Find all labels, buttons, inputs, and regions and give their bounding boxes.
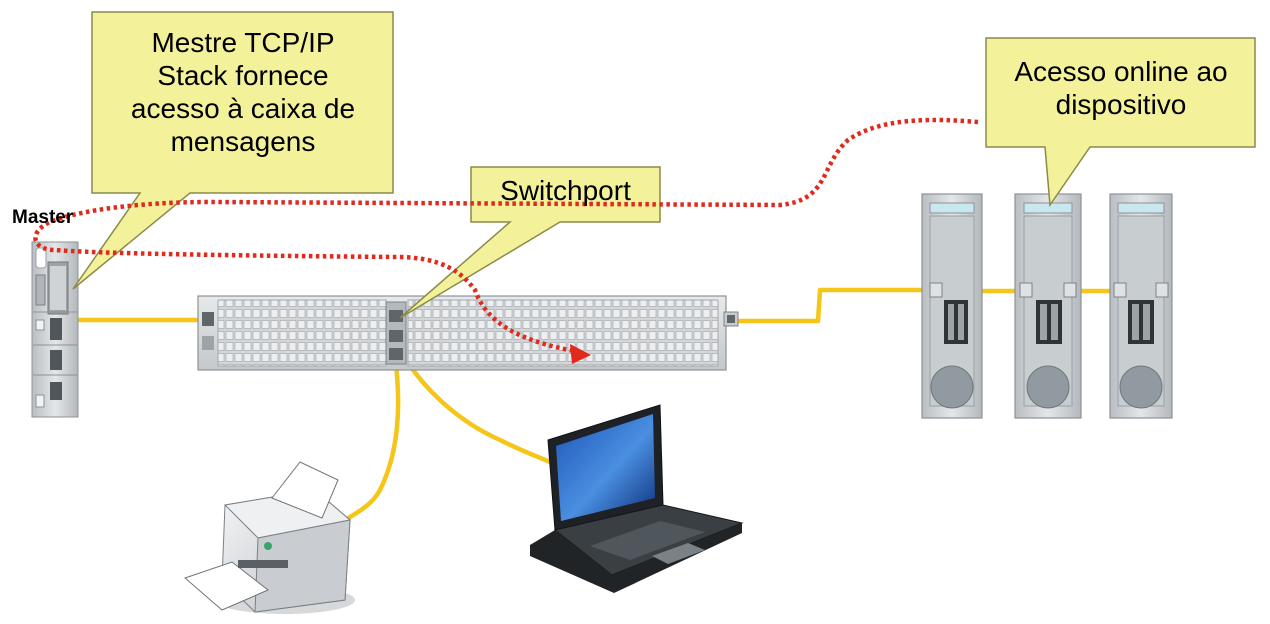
callout-switchport-text: Switchport: [500, 175, 631, 206]
cable-switch-printer: [339, 362, 401, 525]
callout-switchport-bubble: [399, 166, 661, 319]
io-module-3: [1109, 193, 1173, 419]
dotted-path-arrowhead: [570, 344, 591, 364]
network-switch: [197, 295, 739, 371]
path-online-access: [33, 117, 979, 355]
laptop: [530, 404, 744, 593]
io-module-1: [921, 193, 983, 419]
callout-master-text: Mestre TCP/IP Stack fornece acesso à cai…: [130, 27, 356, 157]
cable-switch-laptop: [397, 347, 556, 466]
dotted-paths: [33, 117, 979, 355]
callout-online-bubble: [985, 37, 1256, 208]
cable-switch-io: [730, 287, 938, 324]
callout-master-bubble: [72, 11, 394, 290]
io-module-2: [1014, 193, 1082, 419]
callout-online-text: Acesso online ao dispositivo: [1014, 56, 1228, 120]
yellow-cables: [75, 287, 1123, 525]
master-label: Master: [12, 207, 74, 228]
printer: [184, 461, 355, 614]
master-plc: [31, 241, 79, 418]
